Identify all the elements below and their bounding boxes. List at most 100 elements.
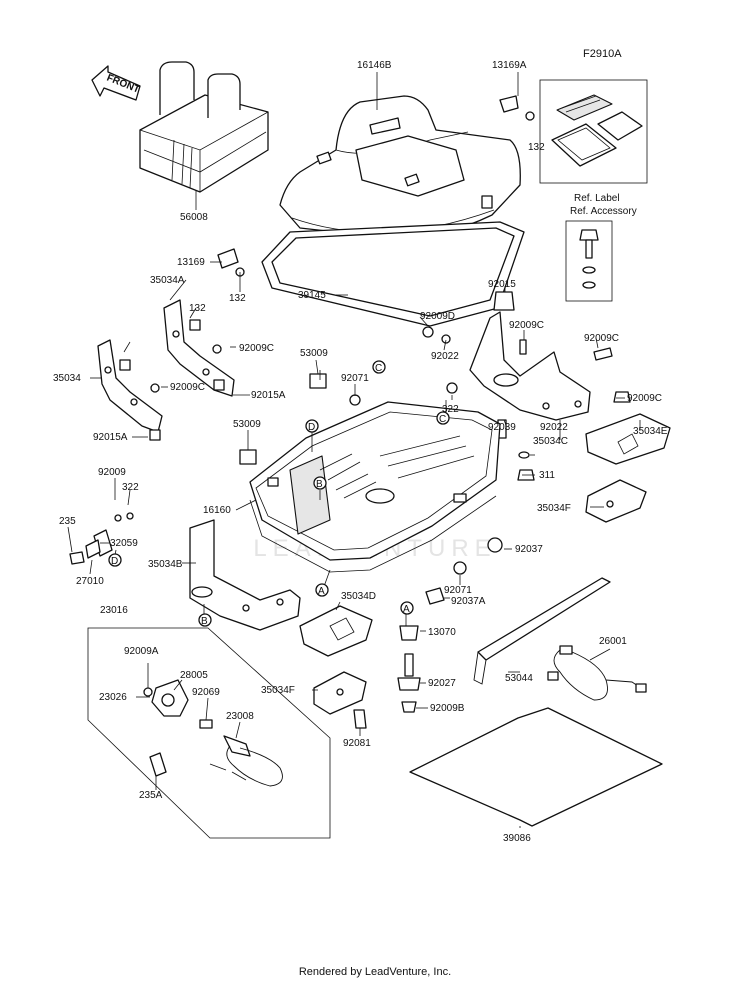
bracket-35034E: [585, 413, 671, 465]
marker-B-1-label: B: [316, 479, 323, 490]
mat-39086: [409, 707, 663, 827]
marker-C-2-label: C: [439, 414, 446, 425]
ref-label-line2: Ref. Accessory: [570, 206, 637, 217]
part-label: 92022: [431, 351, 459, 362]
part-label: 92009B: [430, 703, 465, 714]
part-label: 16160: [203, 505, 231, 516]
part-label: 235A: [139, 790, 163, 801]
bracket-35034A: [163, 299, 235, 397]
part-label: 56008: [180, 212, 208, 223]
part-label: 23008: [226, 711, 254, 722]
part-label: 92009C: [170, 382, 205, 393]
part-label: 35034F: [537, 503, 571, 514]
part-label: 92071: [444, 585, 472, 596]
leader-lines: [67, 72, 641, 828]
part-label: 322: [122, 482, 139, 493]
marker-B-2-label: B: [201, 616, 208, 627]
harness-26001: [547, 645, 647, 701]
part-label: 53009: [300, 348, 328, 359]
part-label: 53044: [505, 673, 533, 684]
part-label: 53009: [233, 419, 261, 430]
ref-label-line1: Ref. Label: [574, 193, 620, 204]
part-label: 13070: [428, 627, 456, 638]
part-label: 35034F: [261, 685, 295, 696]
gasket-39145: [261, 221, 525, 327]
bracket-35034: [97, 339, 163, 441]
bracket-35034B: [189, 519, 301, 631]
part-label: 92009C: [239, 343, 274, 354]
part-label: 311: [539, 470, 555, 481]
part-label: 92009C: [627, 393, 662, 404]
marker-D-1: D: [305, 419, 319, 433]
marker-D-2: D: [108, 553, 122, 567]
part-label: 92039: [488, 422, 516, 433]
bracket-35034D: [299, 605, 373, 657]
marker-A-1: A: [315, 583, 329, 597]
marker-C-1: C: [372, 360, 386, 374]
part-label: 92015A: [251, 390, 286, 401]
bracket-35034F-bottom: [313, 671, 367, 715]
case-body-16160: [249, 401, 501, 573]
part-label: 92027: [428, 678, 456, 689]
front-arrow-icon: FRONT: [91, 65, 141, 101]
marker-B-2: B: [198, 613, 212, 627]
part-label: 26001: [599, 636, 627, 647]
part-label: 13169A: [492, 60, 527, 71]
part-label: 92015A: [93, 432, 128, 443]
part-label: 32059: [110, 538, 138, 549]
part-label: 92037: [515, 544, 543, 555]
marker-A-2-label: A: [403, 604, 410, 615]
part-label: 35034B: [148, 559, 183, 570]
part-label: 35034C: [533, 436, 568, 447]
part-label: 92009C: [509, 320, 544, 331]
rod-53044: [473, 577, 611, 685]
part-label: 35034D: [341, 591, 376, 602]
part-label: 92037A: [451, 596, 486, 607]
marker-A-1-label: A: [318, 586, 325, 597]
hinge-13169A: [499, 95, 535, 121]
part-label: 235: [59, 516, 76, 527]
part-label: 16146B: [357, 60, 392, 71]
hinge-13169: [217, 248, 245, 277]
lid-16146B: [279, 95, 521, 245]
clip-32059: [85, 529, 113, 559]
part-label: 35034E: [633, 426, 668, 437]
marker-A-2: A: [400, 601, 414, 615]
part-label: 92069: [192, 687, 220, 698]
part-label: 92009A: [124, 646, 159, 657]
top-case-thumbnail: [139, 61, 269, 193]
marker-D-2-label: D: [111, 556, 118, 567]
part-label: 92022: [540, 422, 568, 433]
footer-credit: Rendered by LeadVenture, Inc.: [299, 966, 451, 978]
marker-C-1-label: C: [375, 363, 382, 374]
bracket-35034F-right: [585, 479, 647, 523]
ref-label-box: [539, 79, 648, 184]
part-labels: 16146B 13169A 132 56008 13169 35034A 132…: [53, 60, 668, 844]
figure-code: F2910A: [583, 48, 622, 60]
marker-B-1: B: [313, 476, 327, 490]
part-label: 322: [442, 404, 459, 415]
part-label: 13169: [177, 257, 205, 268]
part-label: 23016: [100, 605, 128, 616]
part-label: 35034: [53, 373, 81, 384]
part-label: 92015: [488, 279, 516, 290]
part-label: 92071: [341, 373, 369, 384]
part-label: 92009C: [584, 333, 619, 344]
part-label: 132: [189, 303, 206, 314]
part-label: 27010: [76, 576, 104, 587]
part-label: 35034A: [150, 275, 185, 286]
part-label: 39145: [298, 290, 326, 301]
part-label: 132: [229, 293, 246, 304]
fasteners: [69, 291, 631, 777]
bracket-35034C: [469, 311, 591, 439]
part-label: 92081: [343, 738, 371, 749]
part-label: 23026: [99, 692, 127, 703]
part-label: 39086: [503, 833, 531, 844]
lighting-kit-23016: [87, 627, 331, 839]
ref-accessory-box: [565, 220, 613, 302]
marker-D-1-label: D: [308, 422, 315, 433]
marker-C-2: C: [436, 411, 450, 425]
part-label: 92009D: [420, 311, 455, 322]
part-label: 92009: [98, 467, 126, 478]
